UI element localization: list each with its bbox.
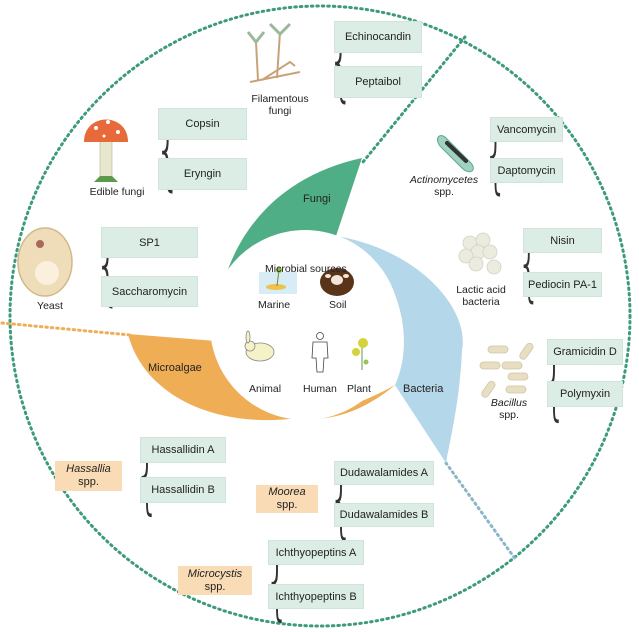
actinomycetes-label: Actinomycetes spp. [404,174,484,198]
peptide-box: Dudawalamides A [334,461,434,485]
microalgae-label: Microalgae [148,362,202,374]
peptide-box: Ichthyopeptins A [268,540,364,565]
peptide-box: Echinocandin [334,21,422,53]
microcystis-genus-box: Microcystis spp. [178,566,252,595]
lactic-acid-bacteria-icon [458,232,502,275]
filamentous-fungi-line2: fungi [268,105,292,117]
peptide-box: Hassallidin A [140,437,226,463]
peptide-box: Saccharomycin [101,276,198,307]
actinomycetes-suffix: spp. [434,186,454,198]
peptide-box: Nisin [523,228,602,253]
peptide-box: Dudawalamides B [334,503,434,527]
yeast-label: Yeast [37,300,63,312]
actinomycetes-icon [437,135,474,173]
edible-fungi-label: Edible fungi [89,186,145,198]
hassallia-suffix: spp. [78,476,99,488]
source-human: Human [303,383,337,395]
lactic-acid-bacteria-label: Lactic acid bacteria [448,284,514,308]
plant-icon [352,338,369,370]
mushroom-icon [84,119,128,182]
divider-microalgae-fungi [0,321,132,337]
moorea-genus-box: Moorea spp. [256,485,318,513]
peptide-box: Gramicidin D [547,339,623,365]
center-title: Microbial sources [265,263,347,275]
lab-line1: Lactic acid [456,284,506,296]
fungi-label: Fungi [303,193,331,205]
filamentous-fungi-label: Filamentous fungi [248,93,312,117]
peptide-box: SP1 [101,227,198,258]
bacillus-icon [479,342,534,398]
source-marine: Marine [258,299,291,311]
filamentous-fungi-line1: Filamentous [251,93,309,105]
peptide-box: Polymyxin [547,381,623,407]
marine-icon [259,267,297,294]
filamentous-fungi-icon [246,22,301,83]
divider-fungi-bacteria [361,35,467,164]
peptide-box: Daptomycin [490,158,563,183]
actinomycetes-name: Actinomycetes [409,174,479,186]
peptide-box: Copsin [158,108,247,140]
peptide-box: Peptaibol [334,66,422,98]
peptide-box: Pediocin PA-1 [523,272,602,297]
source-soil: Soil [329,299,347,311]
peptide-box: Eryngin [158,158,247,190]
microcystis-name: Microcystis [187,567,243,580]
moorea-suffix: spp. [276,499,298,511]
rabbit-icon [244,330,275,362]
hassallia-name: Hassallia [66,463,111,475]
bacteria-label: Bacteria [403,383,444,395]
bacteria-arc [336,236,463,463]
outer-dotted-circle [8,4,632,628]
peptide-box: Ichthyopeptins B [268,584,364,609]
lab-line2: bacteria [462,296,500,308]
bacillus-name: Bacillus [490,397,528,409]
source-plant: Plant [347,383,371,395]
microalgae-arc [128,334,395,421]
soil-icon [320,268,354,296]
bacillus-suffix: spp. [499,409,519,421]
bacillus-label: Bacillus spp. [484,397,534,421]
peptide-box: Hassallidin B [140,477,226,503]
yeast-cell-icon [17,227,73,297]
hassallia-genus-box: Hassallia spp. [55,461,122,491]
divider-bacteria-microalgae [444,461,518,562]
human-icon [311,332,329,373]
peptide-box: Vancomycin [490,117,563,142]
moorea-name: Moorea [268,486,306,498]
source-animal: Animal [249,383,282,395]
microcystis-suffix: spp. [204,580,226,593]
